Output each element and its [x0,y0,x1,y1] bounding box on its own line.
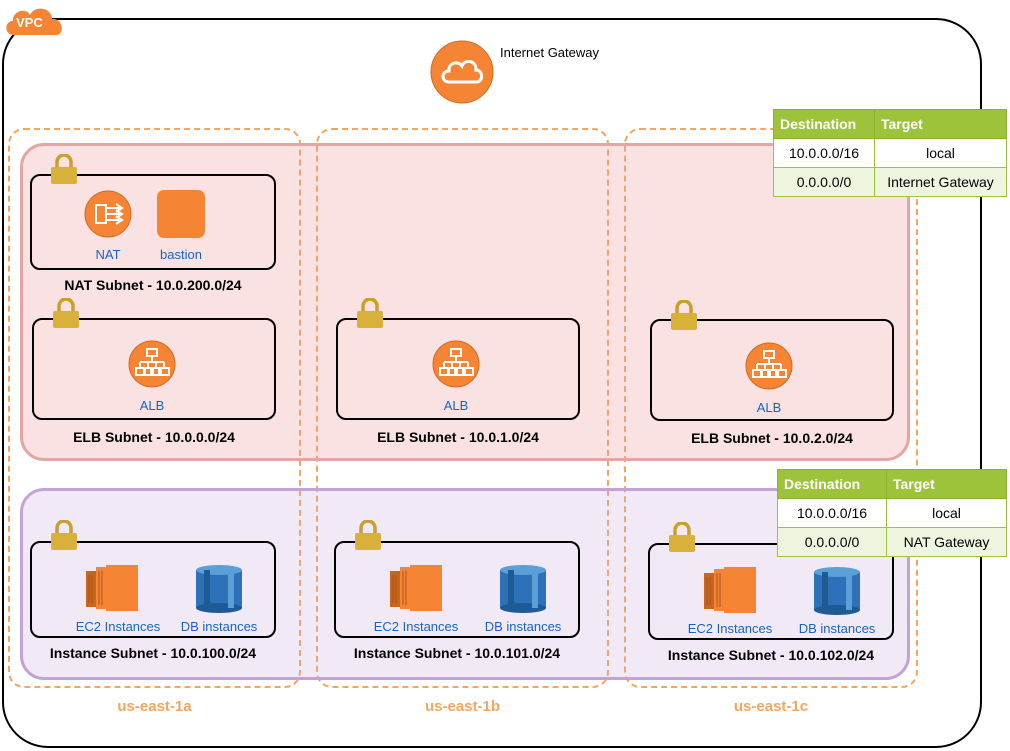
az-column-1b [316,128,609,688]
instance-subnet-1[interactable] [30,541,276,638]
public-route-table: Destination Target 10.0.0.0/16 local 0.0… [773,109,1007,197]
alb-label: ALB [443,398,469,413]
alb-3[interactable] [745,342,793,390]
bastion-label: bastion [160,247,202,262]
route-target: local [874,138,1007,168]
internet-gateway-label: Internet Gateway [500,45,599,60]
alb-1[interactable] [128,340,176,388]
elb-subnet-2[interactable] [336,318,580,420]
route-table-header: Target [886,469,1007,499]
lock-icon [668,521,696,552]
elb-subnet-3[interactable] [650,319,894,421]
lock-icon [52,297,80,328]
az-label: us-east-1a [117,698,192,715]
vpc-boundary [2,18,982,748]
ec2-label: EC2 Instances [373,619,459,634]
internet-gateway[interactable] [430,40,494,104]
elb-subnet-1[interactable] [32,318,276,420]
ec2-instances[interactable] [704,567,756,613]
internet-gateway-icon [430,40,494,104]
route-destination: 10.0.0.0/16 [773,138,875,168]
instance-subnet-3[interactable] [648,543,894,640]
vpc-badge: VPC [2,3,68,42]
load-balancer-icon [745,342,793,390]
nat-gateway-icon [84,190,132,238]
lock-icon [670,299,698,330]
instance-subnet-2[interactable] [334,541,580,638]
route-table-header: Destination [777,469,887,499]
alb-label: ALB [139,398,165,413]
nat-gateway[interactable] [84,190,132,238]
instance-subnet-label: Instance Subnet - 10.0.102.0/24 [667,647,875,663]
db-instances[interactable] [500,564,546,614]
route-target: NAT Gateway [886,527,1007,557]
elb-subnet-label: ELB Subnet - 10.0.1.0/24 [377,429,539,445]
az-label: us-east-1c [733,698,809,715]
lock-icon [356,297,384,328]
db-instances[interactable] [196,564,242,614]
ec2-icon [390,565,442,611]
private-route-table: Destination Target 10.0.0.0/16 local 0.0… [777,469,1007,557]
nat-label: NAT [95,247,121,262]
lock-icon [354,519,382,550]
ec2-label: EC2 Instances [75,619,161,634]
instance-subnet-label: Instance Subnet - 10.0.100.0/24 [49,645,257,661]
ec2-icon [86,565,138,611]
route-destination: 0.0.0.0/0 [777,527,887,557]
az-column-1a [8,128,301,688]
nat-subnet-label: NAT Subnet - 10.0.200.0/24 [64,277,242,293]
route-destination: 10.0.0.0/16 [777,498,887,528]
az-label: us-east-1b [424,698,501,715]
bastion-icon [157,190,205,238]
lock-icon [50,519,78,550]
db-label: DB instances [798,621,876,636]
az-column-1c [624,128,918,688]
elb-subnet-label: ELB Subnet - 10.0.2.0/24 [691,430,853,446]
db-label: DB instances [484,619,562,634]
db-instances[interactable] [814,566,860,616]
database-icon [500,565,546,613]
ec2-icon [704,567,756,613]
alb-2[interactable] [432,340,480,388]
route-destination: 0.0.0.0/0 [773,167,875,197]
load-balancer-icon [432,340,480,388]
load-balancer-icon [128,340,176,388]
ec2-instances[interactable] [390,565,442,611]
db-label: DB instances [180,619,258,634]
private-subnets-band [20,488,910,680]
ec2-instances[interactable] [86,565,138,611]
database-icon [814,567,860,615]
vpc-cloud-icon [6,8,62,35]
route-table-header: Destination [773,109,875,139]
lock-icon [50,153,78,184]
route-table-header: Target [874,109,1007,139]
public-subnets-band [20,143,910,461]
bastion-host[interactable] [157,190,205,238]
nat-subnet[interactable] [30,174,276,270]
route-target: Internet Gateway [874,167,1007,197]
alb-label: ALB [756,400,782,415]
database-icon [196,565,242,613]
elb-subnet-label: ELB Subnet - 10.0.0.0/24 [73,429,235,445]
route-target: local [886,498,1007,528]
ec2-label: EC2 Instances [687,621,773,636]
instance-subnet-label: Instance Subnet - 10.0.101.0/24 [353,645,561,661]
vpc-badge-label: VPC [16,15,43,30]
